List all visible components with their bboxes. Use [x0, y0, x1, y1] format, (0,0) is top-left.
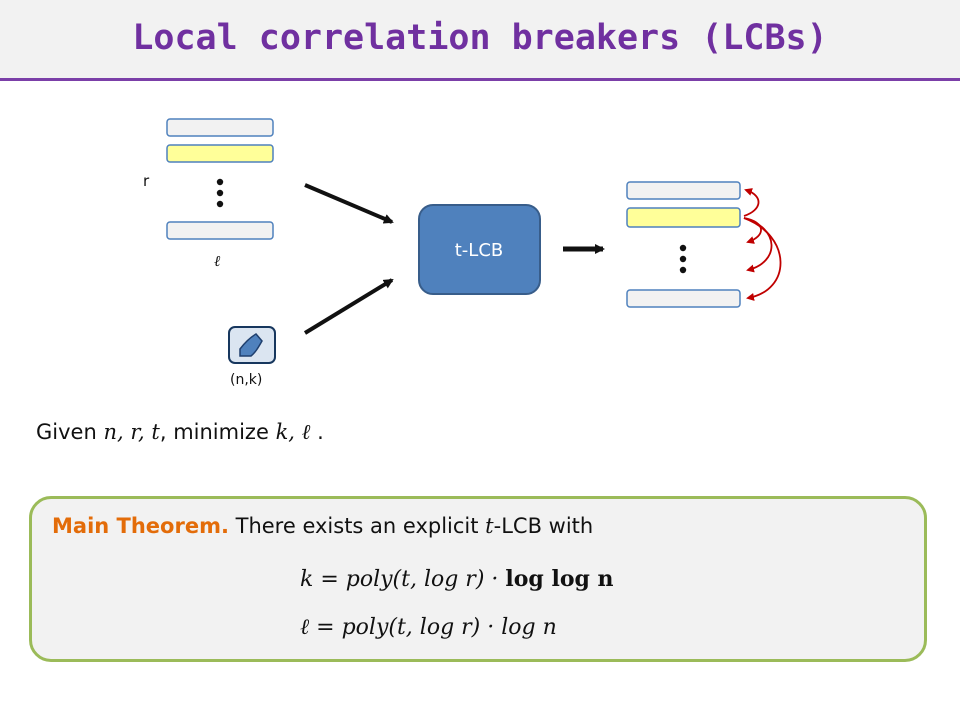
source-dot-1 [216, 178, 224, 186]
output-dot-3 [679, 266, 687, 274]
source-row-highlighted [166, 144, 274, 163]
equation-l-text: ℓ = poly(t, log r) · log n [300, 615, 557, 640]
output-row-last [626, 289, 741, 308]
page-title: Local correlation breakers (LCBs) [132, 18, 828, 58]
equation-k-bold: log log n [505, 566, 614, 592]
theorem-statement: Main Theorem. There exists an explicit t… [52, 514, 593, 538]
equation-k-lhs: k = poly(t, log r) · [300, 567, 506, 592]
source-rows [166, 118, 274, 240]
given-prefix: Given [36, 420, 104, 444]
output-row-highlighted [626, 207, 741, 228]
theorem-text-before: There exists an explicit [228, 514, 486, 538]
source-dot-3 [216, 200, 224, 208]
source-row-last [166, 221, 274, 240]
length-label: ℓ [214, 252, 220, 270]
seed-label: (n,k) [230, 372, 262, 388]
source-row-1 [166, 118, 274, 137]
given-statement: Given n, r, t, minimize k, ℓ . [36, 420, 324, 445]
given-params: n, r, t [103, 420, 160, 444]
theorem-t: t [485, 514, 494, 538]
output-row-1 [626, 181, 741, 200]
output-rows [626, 181, 741, 308]
arrow-seed-to-lcb [303, 278, 394, 335]
source-label: r [143, 172, 150, 190]
theorem-text-after: -LCB with [493, 514, 594, 538]
theorem-label: Main Theorem. [52, 514, 229, 538]
seed-icon [228, 326, 276, 364]
given-targets: k, ℓ [275, 420, 311, 444]
given-middle: , minimize [159, 420, 276, 444]
arrow-source-to-lcb [304, 183, 394, 224]
source-dot-2 [216, 189, 224, 197]
given-suffix: . [310, 420, 324, 444]
output-dot-1 [679, 244, 687, 252]
correlation-arrows [743, 188, 782, 301]
red-arrow-4 [743, 217, 782, 301]
equation-k: k = poly(t, log r) · log log n [300, 566, 614, 592]
lcb-box [418, 204, 541, 295]
lcb-label: t-LCB [455, 240, 504, 261]
title-rule [0, 78, 960, 81]
output-dot-2 [679, 255, 687, 263]
title-band [0, 0, 960, 78]
red-arrow-1 [743, 188, 760, 217]
theorem-box [29, 496, 927, 662]
equation-l: ℓ = poly(t, log r) · log n [300, 614, 557, 640]
